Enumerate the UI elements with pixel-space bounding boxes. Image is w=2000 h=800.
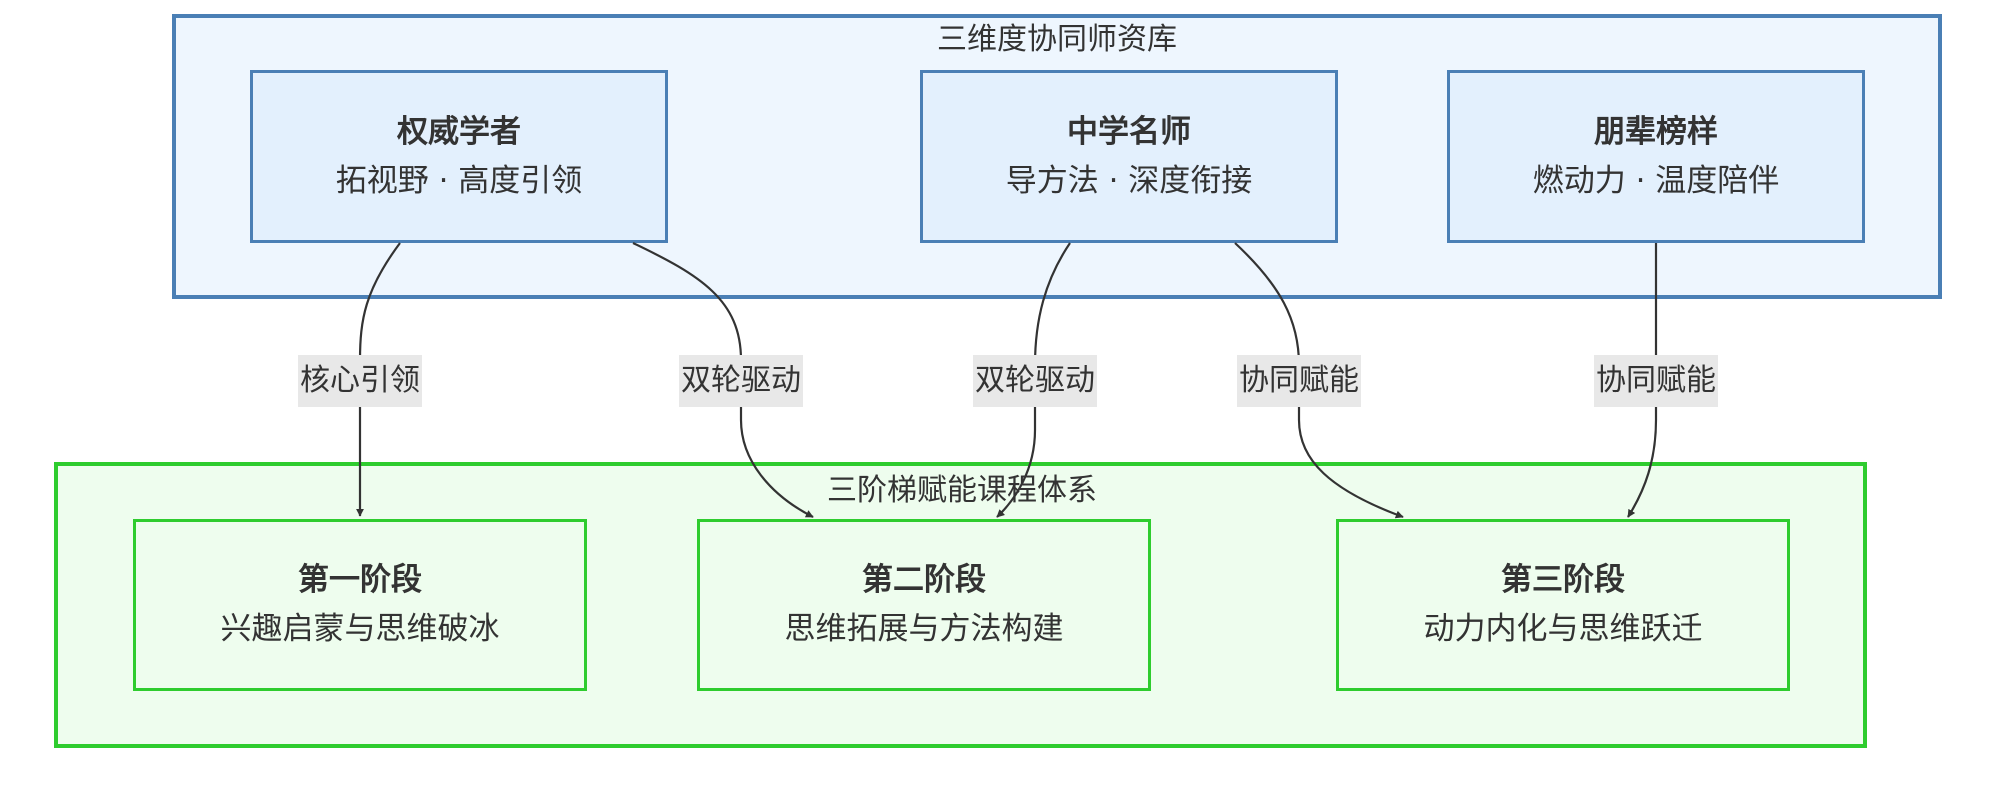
node-subtitle: 拓视野 · 高度引领 <box>335 162 583 199</box>
node-title: 中学名师 <box>1067 113 1191 150</box>
edge-label-synergy-1: 协同赋能 <box>1237 355 1361 407</box>
node-mentor[interactable]: 中学名师 导方法 · 深度衔接 <box>920 70 1338 243</box>
node-stage1[interactable]: 第一阶段 兴趣启蒙与思维破冰 <box>133 519 587 691</box>
node-scholar[interactable]: 权威学者 拓视野 · 高度引领 <box>250 70 668 243</box>
node-title: 朋辈榜样 <box>1594 113 1718 150</box>
node-title: 第一阶段 <box>298 562 422 598</box>
edge-label-core-lead: 核心引领 <box>298 355 422 407</box>
curriculum-cluster-title: 三阶梯赋能课程体系 <box>827 473 1097 508</box>
node-stage3[interactable]: 第三阶段 动力内化与思维跃迁 <box>1336 519 1790 691</box>
edge-label-synergy-2: 协同赋能 <box>1594 355 1718 407</box>
edge-label-dual-drive-1: 双轮驱动 <box>679 355 803 407</box>
node-subtitle: 兴趣启蒙与思维破冰 <box>220 611 500 647</box>
node-subtitle: 燃动力 · 温度陪伴 <box>1532 162 1780 199</box>
node-peer[interactable]: 朋辈榜样 燃动力 · 温度陪伴 <box>1447 70 1865 243</box>
node-subtitle: 导方法 · 深度衔接 <box>1005 162 1253 199</box>
node-subtitle: 动力内化与思维跃迁 <box>1423 611 1703 647</box>
node-stage2[interactable]: 第二阶段 思维拓展与方法构建 <box>697 519 1151 691</box>
node-title: 权威学者 <box>397 113 521 150</box>
node-title: 第三阶段 <box>1501 562 1625 598</box>
node-subtitle: 思维拓展与方法构建 <box>784 611 1064 647</box>
node-title: 第二阶段 <box>862 562 986 598</box>
teacher-cluster-title: 三维度协同师资库 <box>937 22 1177 57</box>
edge-label-dual-drive-2: 双轮驱动 <box>973 355 1097 407</box>
